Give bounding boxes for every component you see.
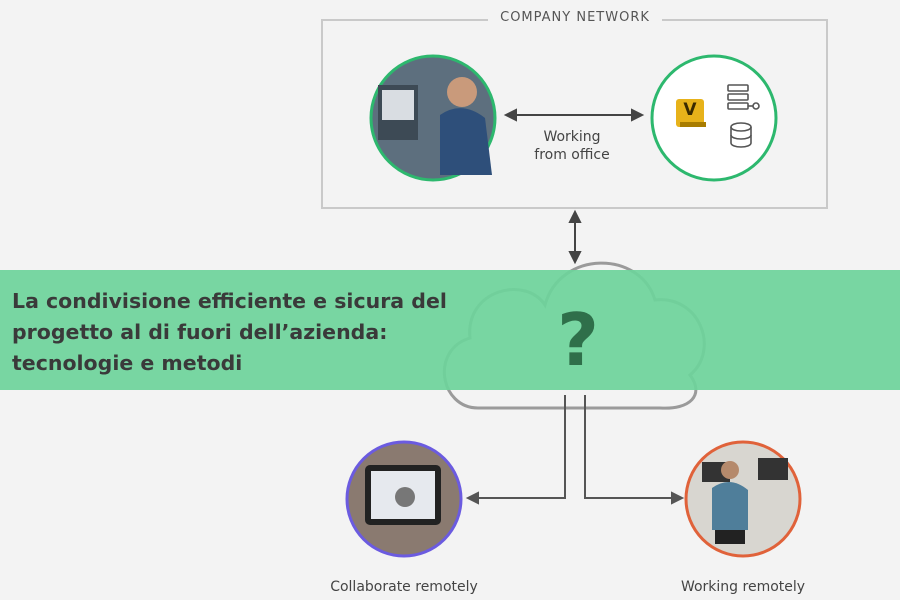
cloud-question-mark: ? bbox=[557, 298, 599, 382]
office-label-line2: from office bbox=[534, 147, 610, 163]
network-cloud-arrow bbox=[568, 209, 582, 265]
title-banner bbox=[0, 270, 900, 390]
cloud-remote-connectors bbox=[465, 395, 685, 505]
banner-line-1: La condivisione efficiente e sicura del bbox=[12, 289, 447, 313]
database-icon bbox=[730, 122, 752, 148]
banner-line-2: progetto al di fuori dell’azienda: bbox=[12, 320, 388, 344]
server-icon bbox=[727, 84, 760, 110]
banner-line-3: tecnologie e metodi bbox=[12, 351, 243, 375]
office-label-line1: Working bbox=[543, 129, 601, 145]
vault-app-letter: V bbox=[683, 100, 697, 120]
company-network-title: COMPANY NETWORK bbox=[488, 10, 662, 25]
office-connection-label: Working from office bbox=[512, 128, 632, 164]
remote-worker-photo bbox=[684, 440, 802, 558]
server-circle bbox=[650, 54, 778, 182]
tablet-collab-photo bbox=[345, 440, 463, 558]
office-worker-photo bbox=[369, 54, 497, 182]
banner-title: La condivisione efficiente e sicura del … bbox=[12, 286, 502, 379]
caption-collaborate-remotely: Collaborate remotely bbox=[330, 579, 478, 595]
office-server-arrow bbox=[503, 108, 645, 122]
caption-working-remotely: Working remotely bbox=[680, 579, 806, 595]
vault-app-icon bbox=[676, 99, 706, 127]
